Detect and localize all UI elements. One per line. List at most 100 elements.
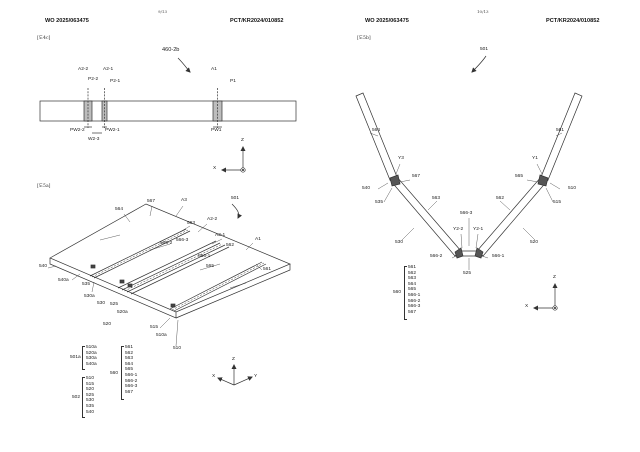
legend-502-item: 540 [86,409,95,415]
legend-560-item: 562 [408,270,417,276]
fig5b-label-567: 567 [412,174,421,179]
legend-502-bracket [82,377,85,418]
fig5a-label-520a: 520a [117,310,128,315]
fig5a-label-a3: A3 [181,198,187,203]
fig5a-label-525: 525 [110,302,119,307]
fig5b-label-y3: Y3 [398,156,404,161]
fig5a-label-530a: 530a [84,294,95,299]
fig5b-axis-x: X [525,304,529,309]
fig4c-label-p2-2: P2-2 [88,77,99,82]
fig5a-axis-z: Z [232,357,235,362]
fig5a-label-566-2: 566-2 [160,241,173,246]
fig5a-label-540a: 540a [58,278,69,283]
fig4c-strip [39,57,297,134]
legend-560-item: 563 [408,276,417,282]
legend-502-ref: 502 [72,395,81,400]
fig4c-axis [221,146,246,173]
legend-560-item: 566-3 [408,304,421,310]
legend-502-item: 530 [86,398,95,404]
fig4c-label-pw1: PW1 [211,128,222,133]
fig5b-label-y2-2: Y2-2 [453,227,464,232]
fig5a-panel [47,203,291,347]
legend-560-list-left: 561 562 563 564 565 566-1 566-2 566-3 56… [125,345,137,395]
fig5a-title: [도5a] [37,184,51,189]
legend-502-item: 510 [86,376,95,381]
legend-502-item: 525 [86,392,95,398]
fig5a-label-566-3: 566-3 [176,238,189,243]
fig4c-label-a2-1: A2-1 [103,67,114,72]
fig4c-label-a2-2: A2-2 [78,67,89,72]
legend-560-ref-left: 560 [110,371,119,376]
fig5b-label-563: 563 [432,196,441,201]
fig5a-label-520: 520 [103,322,112,327]
fig4c-axis-z: Z [241,138,244,143]
fig4c-title: [도4c] [37,36,51,41]
fig5b-label-561: 561 [556,128,565,133]
fig5a-label-510a: 510a [156,333,167,338]
fig4c-label-p2-1: P2-1 [110,79,121,84]
fig5b-label-566-2: 566-2 [430,254,443,259]
legend-560-item: 566-2 [408,298,421,304]
legend-560-bracket-left [121,346,124,400]
legend-501a-item: 520a [86,350,97,356]
right-pub-number: WO 2025/063475 [365,18,409,24]
legend-560-item: 561 [408,265,417,270]
fig5b-label-530: 530 [395,240,404,245]
fig5a-label-530: 530 [97,301,106,306]
fig4c-label-p1: P1 [230,79,236,84]
legend-560-item: 564 [408,281,417,287]
fig5a-label-501: 501 [231,196,240,201]
fig5a-label-540: 540 [39,264,48,269]
fig5a-label-515: 515 [150,325,159,330]
legend-502-item: 520 [86,387,95,393]
legend-560-item: 562 [125,350,134,356]
fig5a-label-535: 535 [82,282,91,287]
fig4c-ref-main: 460-2b [162,47,180,53]
fig5a-axis-y: Y [254,374,258,379]
fig5a-label-562: 562 [226,243,235,248]
fig5b-label-515: 515 [553,200,562,205]
legend-560-ref-right: 560 [393,290,402,295]
fig5b-axis-z: Z [553,275,556,280]
legend-560-item: 567 [125,389,134,395]
fig4c-label-a1: A1 [211,67,217,72]
fig5b-label-565: 565 [515,174,524,179]
left-pct-number: PCT/KR2024/010852 [230,18,284,24]
legend-560-item: 566-1 [408,292,421,298]
legend-560-item: 565 [408,287,417,293]
left-page-number: 9/13 [158,9,167,14]
fig5a-label-564: 564 [115,207,124,212]
legend-501a-list: 510a 520a 530a 540a [86,345,97,367]
legend-502-item: 515 [86,381,95,387]
fig5b-label-562: 562 [496,196,505,201]
legend-560-item: 564 [125,361,134,367]
legend-501a-item: 510a [86,345,97,350]
fig5b-label-510: 510 [568,186,577,191]
legend-560-item: 567 [408,309,417,315]
legend-501a-item: 540a [86,361,97,367]
fig5b-vshape [355,55,583,270]
left-pub-number: WO 2025/063475 [45,18,89,24]
fig5b-label-540: 540 [362,186,371,191]
fig5b-axis [533,283,558,311]
fig5a-label-a1: A1 [255,237,261,242]
right-page-number: 10/13 [477,9,489,14]
legend-502-list: 510 515 520 525 530 535 540 [86,376,94,415]
legend-501a-bracket [82,346,85,370]
fig5b-label-566-3: 566-3 [460,211,473,216]
right-pct-number: PCT/KR2024/010852 [546,18,600,24]
fig5b-label-y1: Y1 [532,156,538,161]
fig4c-label-pw2-2: PW2-2 [70,128,85,133]
fig5a-label-a2-1: A2-1 [215,233,226,238]
fig5a-label-566-1: 566-1 [198,254,211,259]
legend-560-item: 566-2 [125,378,138,384]
fig5b-label-520: 520 [530,240,539,245]
fig5a-axis-x: X [212,374,216,379]
fig5a-label-a2-2: A2-2 [207,217,218,222]
fig5b-label-535: 535 [375,200,384,205]
legend-560-bracket-right [404,266,407,320]
legend-560-item: 566-1 [125,372,138,378]
fig5b-label-564: 564 [372,128,381,133]
fig5a-label-563: 563 [187,221,196,226]
